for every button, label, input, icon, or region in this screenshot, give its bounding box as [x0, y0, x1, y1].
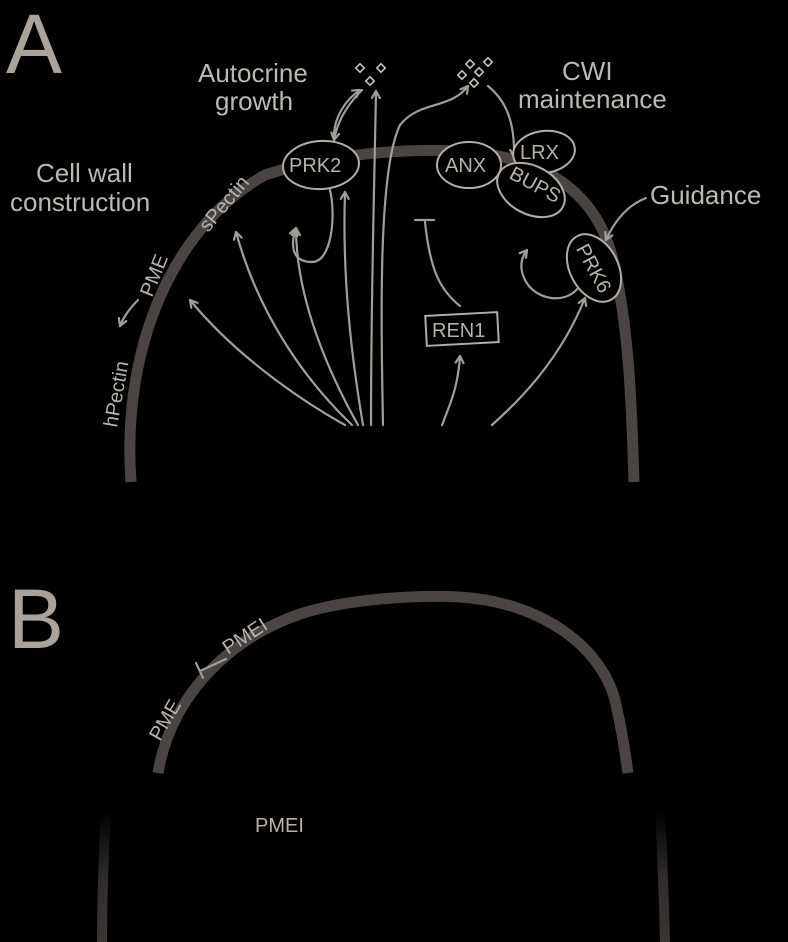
peptide-ligands-left [354, 62, 387, 87]
pectin-conversion-arrow [120, 298, 140, 328]
cwi-peptide-to-bups-arrow [486, 84, 514, 159]
cell-wall-label-line2: construction [10, 187, 150, 217]
prk6-receptor: PRK6 [565, 233, 623, 303]
prk6-loop [521, 248, 580, 300]
panel-a-letter: A [6, 0, 62, 91]
cytoplasm-to-wall-arrow-3 [296, 226, 360, 427]
peptide-to-prk2-arrow [334, 88, 364, 142]
cell-wall-label-line1: Cell wall [36, 158, 133, 188]
prk2-autocrine-loop [293, 188, 334, 264]
autocrine-label-line2: growth [215, 86, 293, 116]
autocrine-label-line1: Autocrine [198, 58, 308, 88]
cytoplasm-to-wall-arrow-1 [188, 298, 347, 427]
panel-a: A Autocrine growth CWI maintenance Cell … [6, 0, 761, 483]
cell-wall-b-lower-left [97, 809, 111, 942]
panel-b-letter: B [8, 572, 64, 666]
ren1-inhibition-line [423, 220, 462, 308]
guidance-label: Guidance [650, 180, 761, 210]
cytoplasm-to-cwi-peptide-arrow [380, 84, 470, 427]
cytoplasm-to-peptide-arrow [369, 89, 376, 427]
peptide-ligands-right [456, 56, 494, 89]
lrx-protein: LRX [512, 129, 576, 175]
cwi-label-line2: maintenance [518, 84, 667, 114]
anx-receptor: ANX [436, 141, 502, 189]
cytoplasm-to-prk6-arrow [490, 296, 585, 427]
anx-label: ANX [445, 155, 486, 177]
pmei-inhibition-bar [194, 661, 205, 680]
pmei-wall-label: PMEI [219, 614, 272, 659]
cell-wall-b [152, 590, 634, 774]
pmei-inhibition-line [198, 657, 228, 673]
panel-b: B PME PMEI PMEI [8, 572, 670, 942]
cwi-label-line1: CWI [562, 56, 613, 86]
cytoplasm-to-prk2-arrow [344, 190, 365, 427]
guidance-to-prk6-arrow [606, 196, 648, 242]
pmei-cytoplasm-label: PMEI [255, 815, 304, 837]
lrx-label: LRX [520, 142, 559, 164]
prk2-receptor: PRK2 [282, 139, 360, 191]
cytoplasm-to-ren1-arrow [440, 354, 460, 427]
spectin-label: sPectin [195, 172, 254, 236]
cytoplasm-to-wall-arrow-2 [236, 230, 354, 427]
cell-wall-b-lower-right [655, 809, 670, 942]
prk2-label: PRK2 [289, 155, 341, 177]
ren1-label: REN1 [432, 320, 485, 342]
ren1-box: REN1 [424, 311, 500, 347]
